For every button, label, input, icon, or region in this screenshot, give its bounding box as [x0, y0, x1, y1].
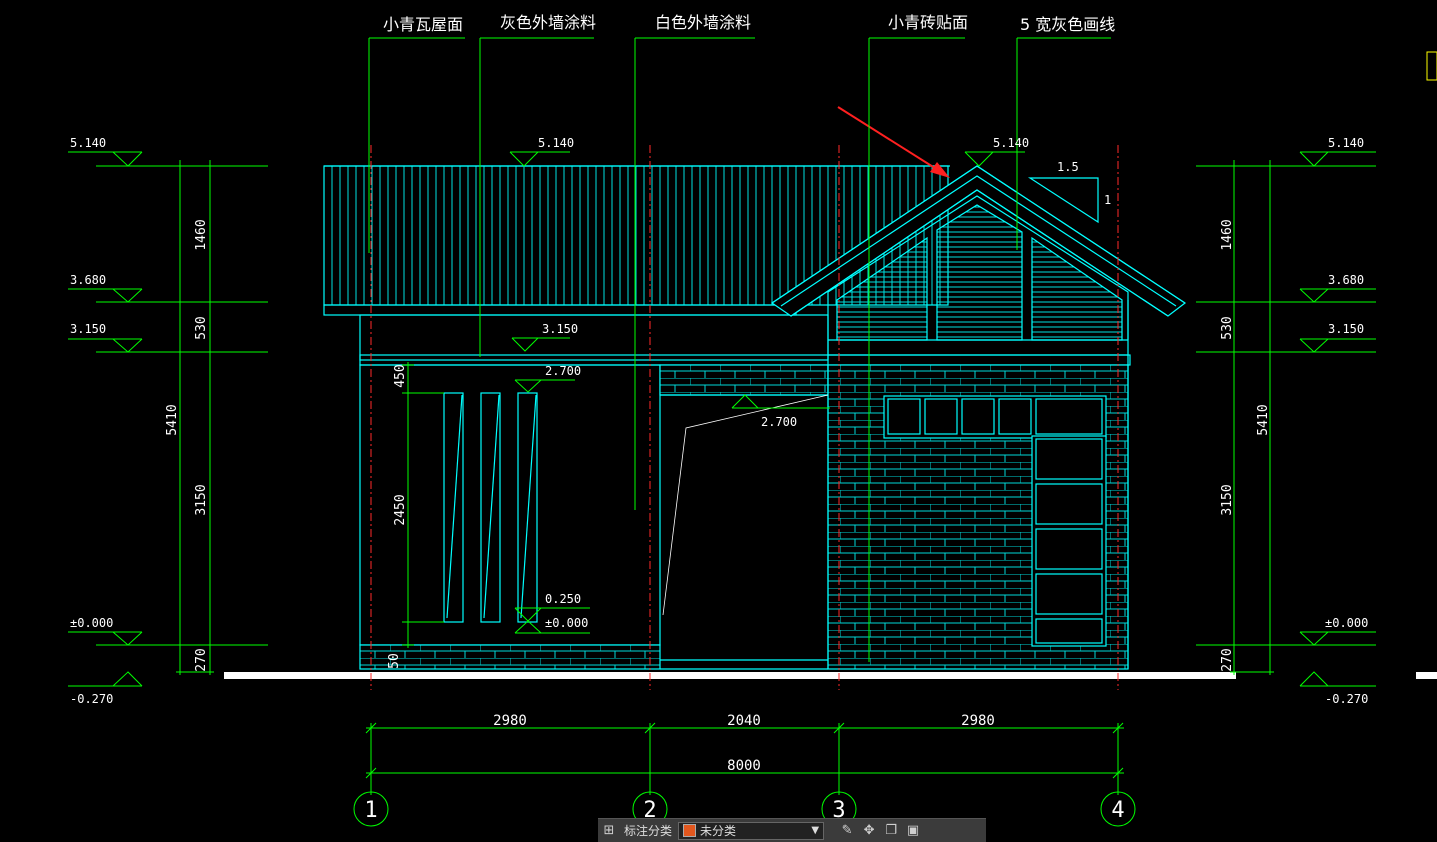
dim-window: 2450 — [393, 494, 408, 525]
dim-plinth: 50 — [387, 653, 402, 669]
building-outline — [323, 165, 1187, 670]
axis-label-4: 4 — [1111, 798, 1124, 823]
dim-bay-1: 2980 — [493, 713, 527, 729]
elev-left-ground: -0.270 — [70, 692, 113, 706]
dim-left-eave: 530 — [194, 316, 209, 339]
axis-label-3: 3 — [832, 798, 845, 823]
toolbar-label: 标注分类 — [624, 824, 673, 838]
dim-total: 8000 — [727, 758, 761, 774]
elev-left-floor: 3.150 — [70, 322, 106, 336]
dim-right-eave: 530 — [1220, 316, 1235, 339]
ground-line — [224, 672, 1236, 679]
horizontal-dim-labels: 2980 2040 2980 8000 — [493, 713, 995, 774]
category-selected: 未分类 — [700, 824, 737, 838]
dim-bay-2: 2040 — [727, 713, 761, 729]
dim-right-base: 270 — [1220, 648, 1235, 671]
elev-center-zero: ±0.000 — [545, 616, 588, 630]
elev-right-ground: -0.270 — [1325, 692, 1368, 706]
elev-center-top: 5.140 — [538, 136, 574, 150]
dim-right-roof: 1460 — [1220, 219, 1235, 250]
dim-left-wall: 3150 — [194, 484, 209, 515]
dim-right-wall: 3150 — [1220, 484, 1235, 515]
category-select[interactable]: 未分类 ▼ — [678, 821, 825, 840]
annotation-toolbar: ⊞ 标注分类 未分类 ▼ ✎ ✥ ❐ ▣ — [598, 818, 986, 842]
dimension-lines — [68, 37, 1376, 827]
dim-left-roof: 1460 — [194, 219, 209, 250]
elev-left-top: 5.140 — [70, 136, 106, 150]
callout-roof: 小青瓦屋面 — [383, 15, 463, 34]
axis-lines — [370, 145, 1119, 690]
elev-left-eave: 3.680 — [70, 273, 106, 287]
elev-right-zero: ±0.000 — [1325, 616, 1368, 630]
elev-left-zero: ±0.000 — [70, 616, 113, 630]
copy-icon[interactable]: ❐ — [885, 823, 897, 838]
move-icon[interactable]: ✥ — [863, 823, 875, 838]
slope-rise: 1 — [1104, 193, 1111, 207]
elev-right-top: 5.140 — [1328, 136, 1364, 150]
opening-line — [662, 394, 829, 616]
elev-gable-top: 5.140 — [993, 136, 1029, 150]
elev-right-floor: 3.150 — [1328, 322, 1364, 336]
elev-sill: 0.250 — [545, 592, 581, 606]
elev-center-floor: 3.150 — [542, 322, 578, 336]
dim-window-head: 450 — [393, 364, 408, 387]
elevation-labels: 5.140 3.680 3.150 ±0.000 -0.270 5.140 3.… — [70, 136, 1368, 706]
callout-brick: 小青砖贴面 — [888, 13, 968, 32]
grid-icon[interactable]: ⊞ — [603, 823, 615, 838]
paste-icon[interactable]: ▣ — [906, 823, 920, 838]
elev-right-eave: 3.680 — [1328, 273, 1364, 287]
dim-bay-3: 2980 — [961, 713, 995, 729]
red-arrow — [837, 106, 950, 178]
dim-right-total: 5410 — [1256, 404, 1271, 435]
dim-left-base: 270 — [194, 648, 209, 671]
callout-grey-wall: 灰色外墙涂料 — [500, 13, 596, 32]
elev-window-head: 2.700 — [545, 364, 581, 378]
slope-run: 1.5 — [1057, 160, 1079, 174]
edit-icon[interactable]: ✎ — [841, 823, 853, 838]
corner-marker — [1426, 51, 1437, 81]
callout-labels: 小青瓦屋面 灰色外墙涂料 白色外墙涂料 小青砖贴面 5 宽灰色画线 — [383, 13, 1115, 34]
elev-opening-head: 2.700 — [761, 415, 797, 429]
callout-white-wall: 白色外墙涂料 — [655, 13, 751, 32]
axis-label-2: 2 — [643, 798, 656, 823]
vertical-dim-labels: 1460 530 3150 270 5410 1460 530 3150 270… — [165, 219, 1271, 671]
axis-labels: 1 2 3 4 — [364, 798, 1124, 823]
category-swatch — [683, 824, 697, 837]
dim-left-total: 5410 — [165, 404, 180, 435]
callout-grey-line: 5 宽灰色画线 — [1020, 15, 1115, 34]
axis-label-1: 1 — [364, 798, 377, 823]
chevron-down-icon: ▼ — [811, 825, 820, 836]
